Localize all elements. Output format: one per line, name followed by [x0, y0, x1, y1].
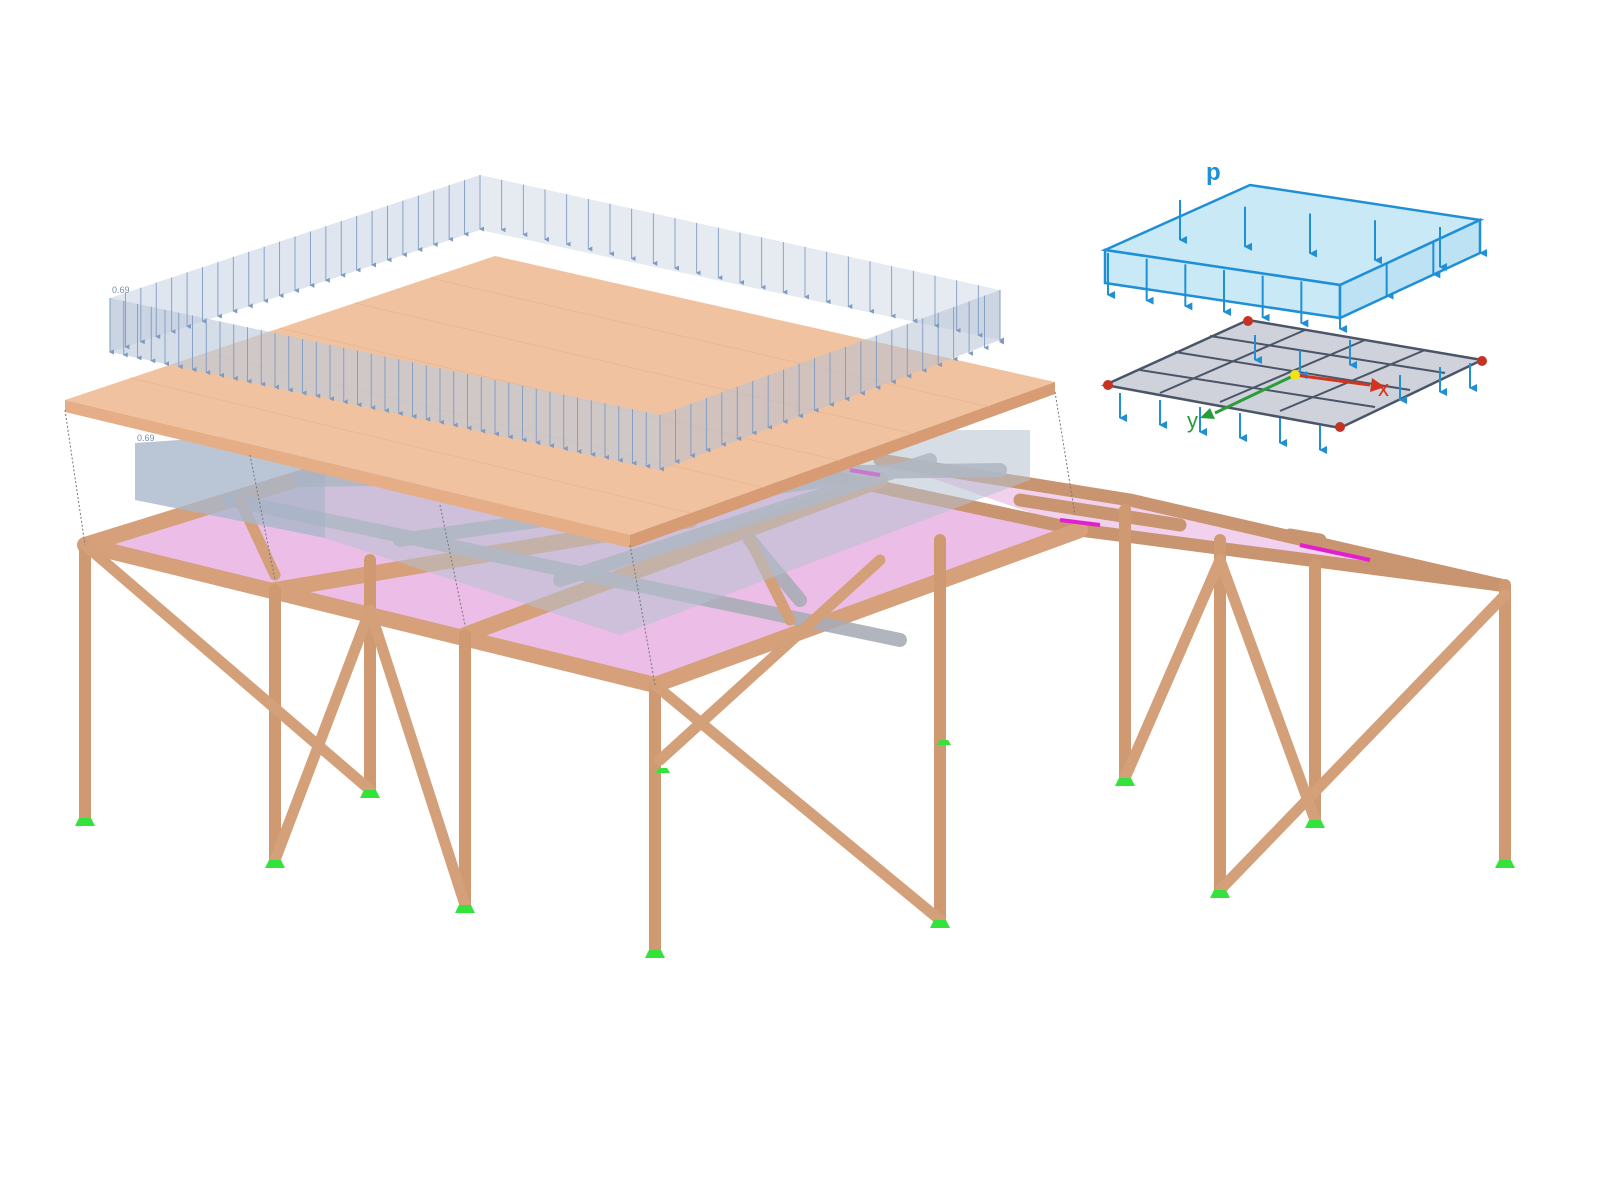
highlight-edge	[1299, 543, 1371, 562]
support-icon	[1210, 890, 1230, 898]
node-icon	[1335, 422, 1345, 432]
slab-front-right	[630, 382, 1055, 548]
support-icon	[1115, 778, 1135, 786]
front-beam	[647, 522, 1088, 693]
inset-surface-load: p	[1100, 159, 1487, 333]
load-value-lower: 0.69	[137, 433, 155, 443]
supports	[75, 740, 1515, 958]
support-icon	[930, 920, 950, 928]
origin-node-icon	[1290, 370, 1300, 380]
axis-x-label: x	[1378, 376, 1389, 401]
support-icon	[75, 818, 95, 826]
support-icon	[937, 740, 951, 745]
inset-mesh: x y	[1100, 316, 1487, 454]
slab-front-left	[65, 400, 630, 548]
axis-x-line	[1294, 373, 1371, 387]
brace	[269, 604, 376, 866]
axis-y-label: y	[1187, 408, 1198, 433]
highlight-edge	[1059, 518, 1101, 527]
beam	[1073, 523, 1507, 592]
axis-y-arrow-icon	[1200, 408, 1215, 419]
load-symbol: p	[1206, 159, 1221, 186]
node-icon	[1477, 356, 1487, 366]
support-icon	[455, 905, 475, 913]
beam	[1283, 528, 1327, 547]
beam	[1013, 493, 1187, 532]
brace	[654, 554, 886, 766]
upper-load-box: 0.69	[109, 175, 1004, 472]
node-icon	[1243, 316, 1253, 326]
support-icon	[1495, 860, 1515, 868]
support-icon	[360, 790, 380, 798]
load-value-upper: 0.69	[112, 285, 130, 295]
axis-y-line	[1214, 373, 1296, 415]
support-icon	[265, 860, 285, 868]
support-icon	[656, 768, 670, 773]
brace	[1214, 554, 1321, 826]
node-icon	[1103, 380, 1113, 390]
brace	[1214, 589, 1511, 896]
columns-and-bracing	[79, 494, 1511, 956]
support-icon	[1305, 820, 1325, 828]
support-icon	[645, 950, 665, 958]
axis-x-arrow-icon	[1370, 378, 1385, 392]
brace	[1119, 554, 1226, 784]
brace	[364, 604, 471, 911]
